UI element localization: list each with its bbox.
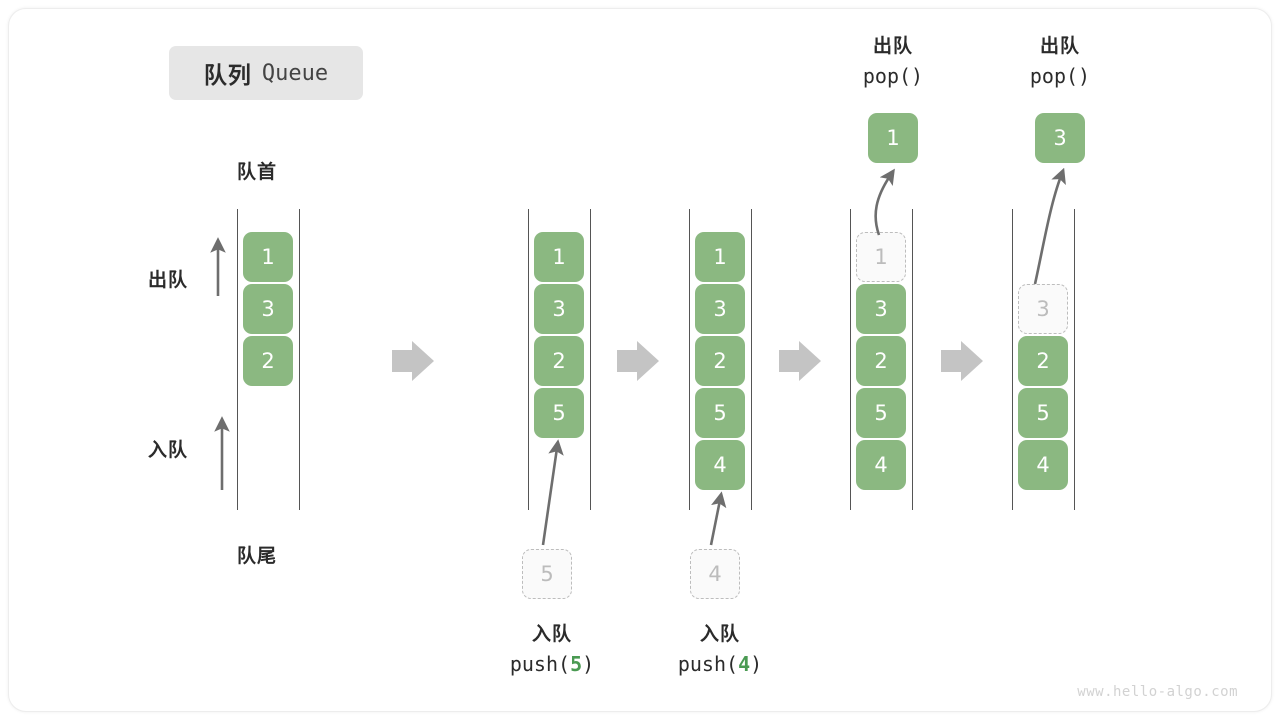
queue-cell: 5: [695, 388, 745, 438]
queue-cell: 2: [856, 336, 906, 386]
incoming-ghost-cell: 5: [522, 549, 572, 599]
caption-pop-3: 出队 pop(): [985, 32, 1135, 92]
queue-cell: 2: [695, 336, 745, 386]
queue-rail-left: [237, 209, 238, 510]
queue-cell: 1: [534, 232, 584, 282]
caption-push-5-cn: 入队: [531, 624, 572, 645]
caption-push-5-code: push(5): [509, 652, 595, 677]
queue-cell: 1: [695, 232, 745, 282]
queue-rail-left: [528, 209, 529, 510]
caption-push-4-cn: 入队: [699, 624, 740, 645]
popped-cell: 3: [1035, 113, 1085, 163]
queue-cell: 3: [534, 284, 584, 334]
caption-pop-3-code: pop(): [1029, 64, 1091, 89]
queue-cell: 3: [695, 284, 745, 334]
queue-rail-right: [1074, 209, 1075, 510]
queue-cell: 4: [695, 440, 745, 490]
caption-pop-1-code: pop(): [862, 64, 924, 89]
queue-rail-right: [751, 209, 752, 510]
queue-rail-right: [912, 209, 913, 510]
queue-cell: 3: [243, 284, 293, 334]
queue-cell: 2: [1018, 336, 1068, 386]
title-chinese: 队列: [203, 62, 252, 88]
label-front: 队首: [237, 162, 278, 183]
popped-cell: 1: [868, 113, 918, 163]
incoming-ghost-cell: 4: [690, 549, 740, 599]
caption-pop-1-cn: 出队: [872, 36, 913, 57]
label-dequeue: 出队: [148, 270, 189, 291]
caption-pop-1: 出队 pop(): [818, 32, 968, 92]
queue-rail-right: [299, 209, 300, 510]
queue-rail-left: [850, 209, 851, 510]
queue-cell: 4: [856, 440, 906, 490]
queue-cell: 3: [856, 284, 906, 334]
queue-cell: 5: [1018, 388, 1068, 438]
label-enqueue: 入队: [148, 440, 189, 461]
diagram-card: [8, 8, 1272, 712]
caption-pop-3-cn: 出队: [1039, 36, 1080, 57]
title-english: Queue: [261, 60, 329, 86]
caption-push-4-code: push(4): [677, 652, 763, 677]
label-rear: 队尾: [237, 546, 278, 567]
queue-cell: 1: [243, 232, 293, 282]
caption-push-5: 入队 push(5): [452, 620, 652, 680]
watermark: www.hello-algo.com: [1077, 684, 1238, 700]
queue-cell: 2: [243, 336, 293, 386]
queue-cell: 5: [534, 388, 584, 438]
title-badge: 队列 Queue: [169, 46, 363, 100]
queue-ghost-cell: 3: [1018, 284, 1068, 334]
queue-rail-left: [1012, 209, 1013, 510]
queue-cell: 5: [856, 388, 906, 438]
caption-push-4: 入队 push(4): [620, 620, 820, 680]
queue-rail-left: [689, 209, 690, 510]
queue-ghost-cell: 1: [856, 232, 906, 282]
queue-cell: 4: [1018, 440, 1068, 490]
queue-rail-right: [590, 209, 591, 510]
queue-cell: 2: [534, 336, 584, 386]
